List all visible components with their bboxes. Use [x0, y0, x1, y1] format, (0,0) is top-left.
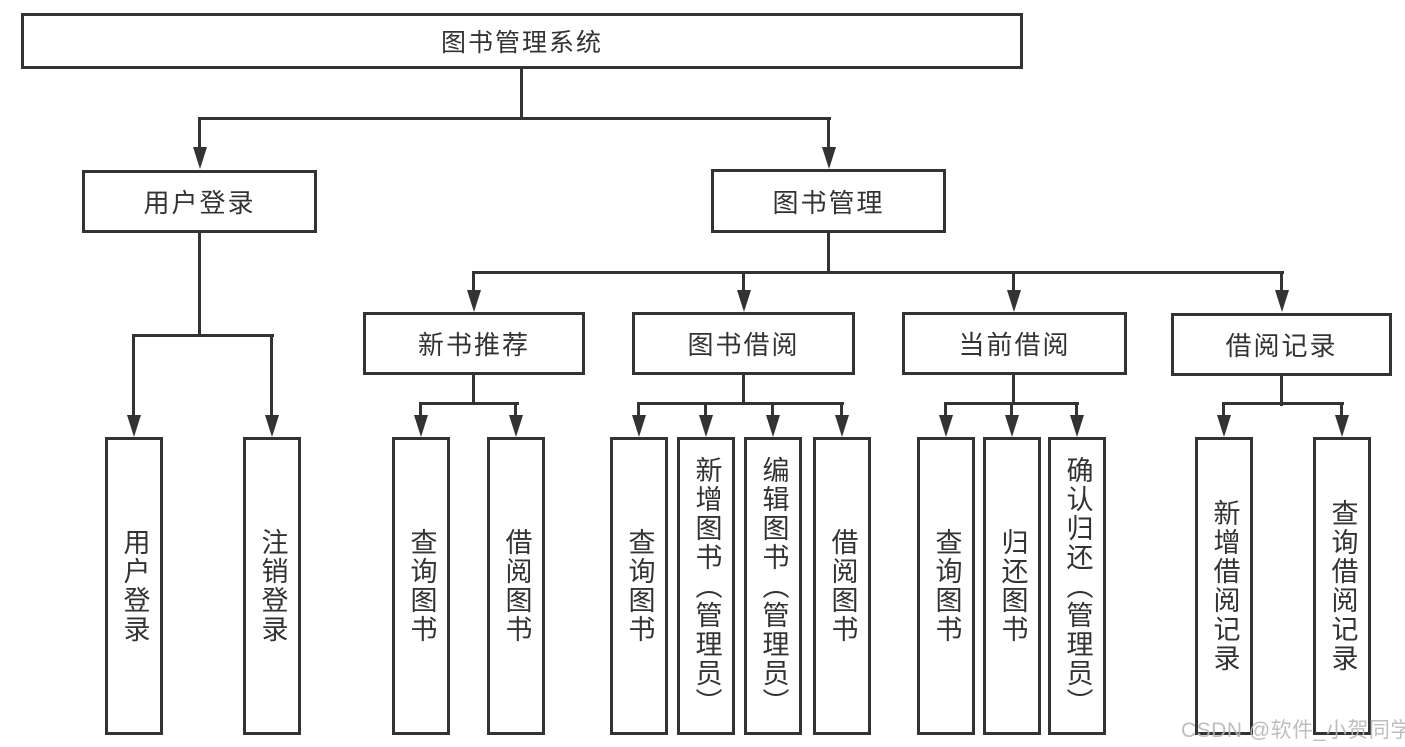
connector-line	[1012, 273, 1015, 290]
node-leaf-return-books: 归还图书	[983, 437, 1041, 735]
node-leaf-logout: 注销登录	[243, 437, 301, 735]
node-label: 查询图书	[624, 528, 655, 644]
connector-line	[944, 404, 947, 415]
connector-line	[1012, 375, 1015, 405]
connector-line	[827, 233, 830, 273]
node-label: 查询借阅记录	[1327, 499, 1358, 673]
arrow-down-icon	[265, 415, 279, 437]
arrow-down-icon	[127, 415, 141, 437]
node-label: 图书管理	[772, 187, 885, 218]
node-label: 新增借阅记录	[1209, 499, 1240, 673]
node-leaf-add-books-admin: 新增图书（管理员）	[677, 437, 735, 735]
connector-line	[840, 404, 843, 415]
node-leaf-borrow-books-2: 借阅图书	[813, 437, 871, 735]
node-book-management: 图书管理	[711, 169, 946, 233]
node-label: 归还图书	[997, 528, 1028, 644]
node-leaf-confirm-return-admin: 确认归还（管理员）	[1048, 437, 1106, 735]
node-leaf-borrow-books-1: 借阅图书	[487, 437, 545, 735]
node-leaf-query-books-3: 查询图书	[917, 437, 975, 735]
node-label: 编辑图书（管理员）	[758, 455, 789, 717]
csdn-watermark: CSDN @软件_小贺同学	[1181, 719, 1405, 742]
arrow-down-icon	[193, 147, 207, 169]
connector-line	[742, 273, 745, 290]
arrow-down-icon	[1335, 415, 1349, 437]
connector-line	[1340, 404, 1343, 415]
connector-line	[742, 375, 745, 405]
node-leaf-query-books-2: 查询图书	[610, 437, 668, 735]
arrow-down-icon	[1005, 415, 1019, 437]
connector-line	[637, 404, 640, 415]
node-label: 用户登录	[119, 528, 150, 644]
node-borrowing-records: 借阅记录	[1171, 313, 1392, 376]
connector-line	[1280, 273, 1283, 290]
connector-line	[419, 404, 422, 415]
arrow-down-icon	[766, 415, 780, 437]
node-user-login: 用户登录	[82, 170, 317, 233]
connector-line	[419, 402, 519, 405]
connector-line	[472, 375, 475, 405]
connector-line	[1222, 404, 1225, 415]
node-new-book-recommend: 新书推荐	[363, 312, 585, 375]
node-label: 图书管理系统	[440, 29, 603, 57]
node-label: 确认归还（管理员）	[1062, 455, 1093, 717]
arrow-down-icon	[699, 415, 713, 437]
arrow-down-icon	[737, 290, 751, 312]
connector-line	[1280, 376, 1283, 406]
arrow-down-icon	[509, 415, 523, 437]
connector-line	[132, 334, 274, 337]
node-library-management-system: 图书管理系统	[21, 13, 1023, 69]
arrow-down-icon	[1275, 290, 1289, 312]
node-label: 查询图书	[931, 528, 962, 644]
node-current-borrowing: 当前借阅	[902, 312, 1127, 375]
node-leaf-query-books-1: 查询图书	[392, 437, 450, 735]
connector-line	[1075, 404, 1078, 415]
connector-line	[637, 402, 844, 405]
arrow-down-icon	[939, 415, 953, 437]
connector-line	[827, 119, 830, 147]
arrow-down-icon	[1007, 290, 1021, 312]
node-label: 借阅图书	[501, 528, 532, 644]
node-book-borrowing: 图书借阅	[632, 312, 855, 375]
connector-line	[704, 404, 707, 415]
node-label: 注销登录	[257, 528, 288, 644]
connector-line	[132, 336, 135, 415]
connector-line	[198, 117, 831, 120]
node-label: 用户登录	[143, 188, 256, 218]
arrow-down-icon	[632, 415, 646, 437]
connector-line	[1010, 404, 1013, 415]
arrow-down-icon	[467, 290, 481, 312]
node-leaf-edit-books-admin: 编辑图书（管理员）	[744, 437, 802, 735]
arrow-down-icon	[1070, 415, 1084, 437]
connector-line	[944, 402, 1079, 405]
connector-line	[514, 404, 517, 415]
arrow-down-icon	[1217, 415, 1231, 437]
arrow-down-icon	[822, 147, 836, 169]
node-label: 借阅记录	[1225, 331, 1338, 361]
connector-line	[472, 273, 475, 290]
connector-line	[771, 404, 774, 415]
node-label: 当前借阅	[958, 330, 1071, 360]
node-label: 图书借阅	[687, 330, 800, 360]
node-label: 新增图书（管理员）	[691, 455, 722, 717]
node-label: 借阅图书	[827, 528, 858, 644]
connector-line	[198, 119, 201, 147]
connector-line	[270, 336, 273, 415]
node-label: 查询图书	[406, 528, 437, 644]
connector-line	[520, 68, 523, 119]
connector-line	[1222, 402, 1344, 405]
node-leaf-query-borrow-record: 查询借阅记录	[1313, 437, 1371, 735]
node-label: 新书推荐	[417, 330, 530, 360]
arrow-down-icon	[414, 415, 428, 437]
connector-line	[198, 233, 201, 336]
arrow-down-icon	[835, 415, 849, 437]
node-leaf-add-borrow-record: 新增借阅记录	[1195, 437, 1253, 735]
node-leaf-user-login: 用户登录	[105, 437, 163, 735]
connector-line	[472, 271, 1284, 274]
